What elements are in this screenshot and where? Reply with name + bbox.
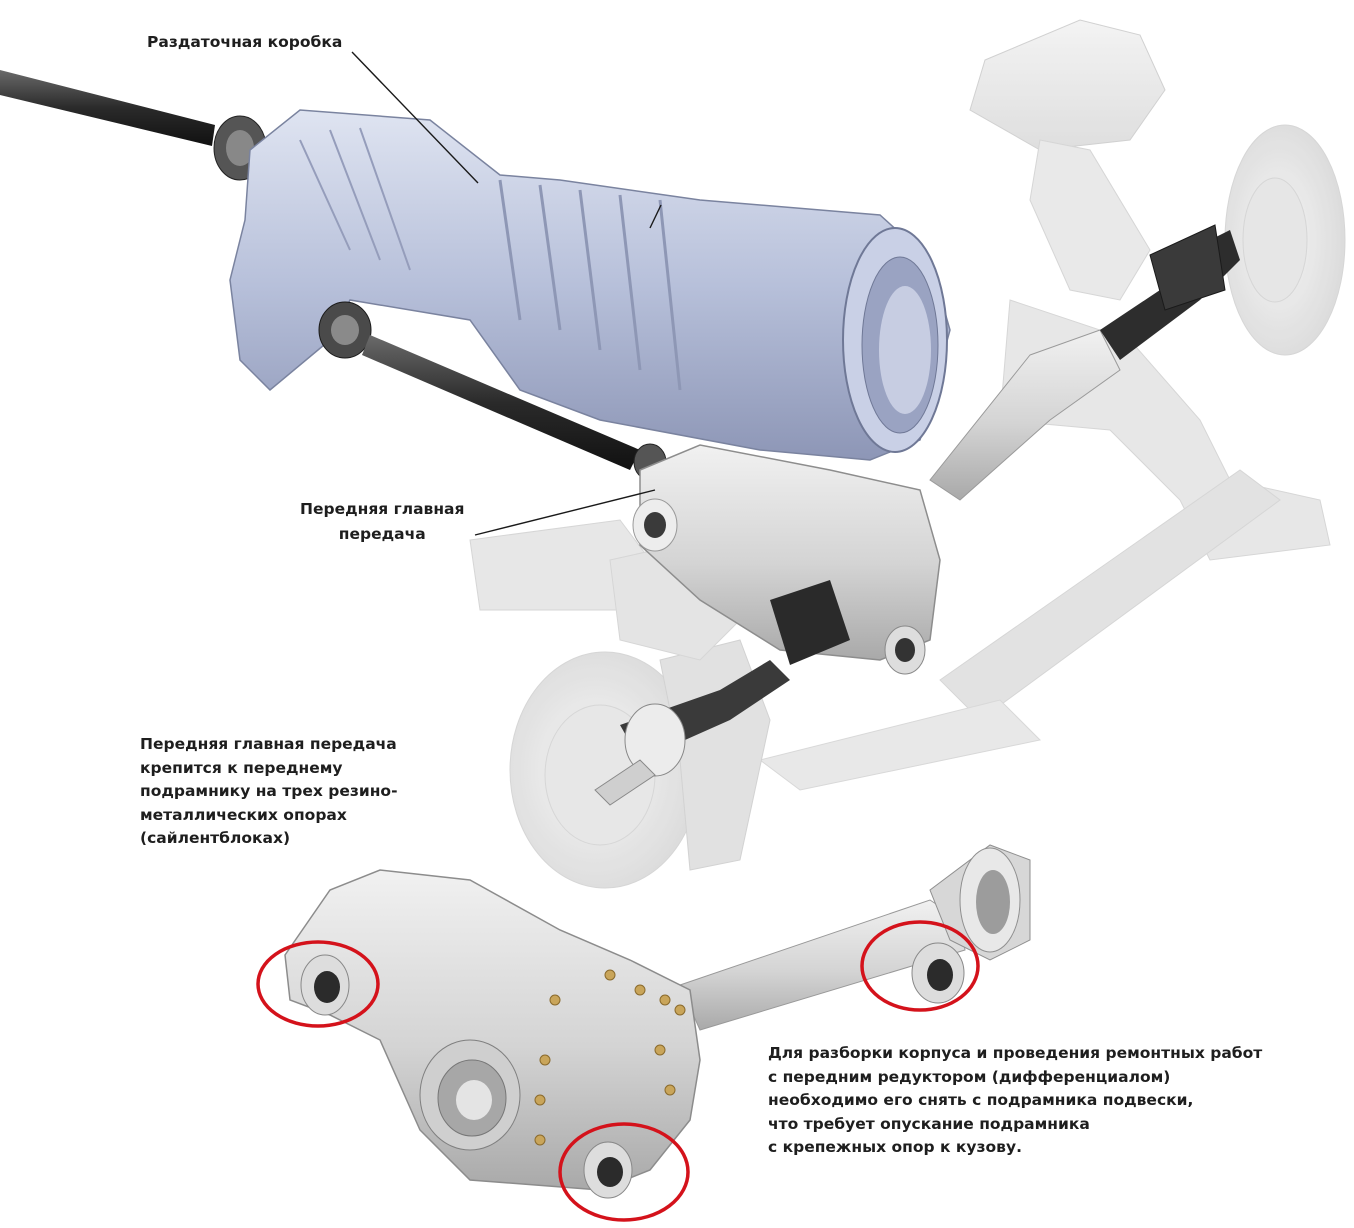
note-line: подрамнику на трех резино- bbox=[140, 782, 398, 800]
note-line: с передним редуктором (дифференциалом) bbox=[768, 1067, 1171, 1086]
transfer-case-and-gearbox bbox=[229, 109, 951, 461]
subframe-background bbox=[469, 19, 1346, 889]
note-line: металлических опорах bbox=[140, 805, 347, 824]
note-line: необходимо его снять с подрамника подвес… bbox=[768, 1091, 1194, 1109]
label-transfer-case: Раздаточная коробка bbox=[147, 33, 343, 51]
note-line: с крепежных опор к кузову. bbox=[768, 1138, 1022, 1156]
mount-highlights bbox=[256, 920, 980, 1222]
note-repair: Для разборки корпуса и проведения ремонт… bbox=[768, 1042, 1262, 1160]
leader-tick bbox=[649, 204, 662, 229]
rear-propeller-shaft bbox=[0, 70, 267, 181]
note-line: (сайлентблоках) bbox=[140, 829, 291, 847]
label-line: Передняя главная bbox=[300, 500, 465, 518]
leader-line-transfer-case bbox=[351, 51, 479, 184]
front-axle-assembly bbox=[284, 844, 1031, 1199]
label-line: передача bbox=[338, 525, 426, 543]
front-differential-upper bbox=[594, 224, 1240, 806]
highlight-circle-right-mount bbox=[860, 920, 980, 1012]
note-line: крепится к переднему bbox=[140, 758, 343, 777]
note-mounting: Передняя главная передача крепится к пер… bbox=[140, 733, 398, 851]
note-line: Для разборки корпуса и проведения ремонт… bbox=[768, 1044, 1263, 1062]
highlight-circle-center-mount bbox=[558, 1122, 690, 1222]
leader-lines bbox=[351, 51, 662, 536]
label-front-final-drive: Передняя главная передача bbox=[300, 497, 464, 547]
leader-line-front-diff bbox=[474, 489, 656, 536]
note-line: что требует опускание подрамника bbox=[768, 1114, 1090, 1133]
highlight-circle-left-mount bbox=[256, 940, 380, 1028]
note-line: Передняя главная передача bbox=[140, 735, 397, 753]
